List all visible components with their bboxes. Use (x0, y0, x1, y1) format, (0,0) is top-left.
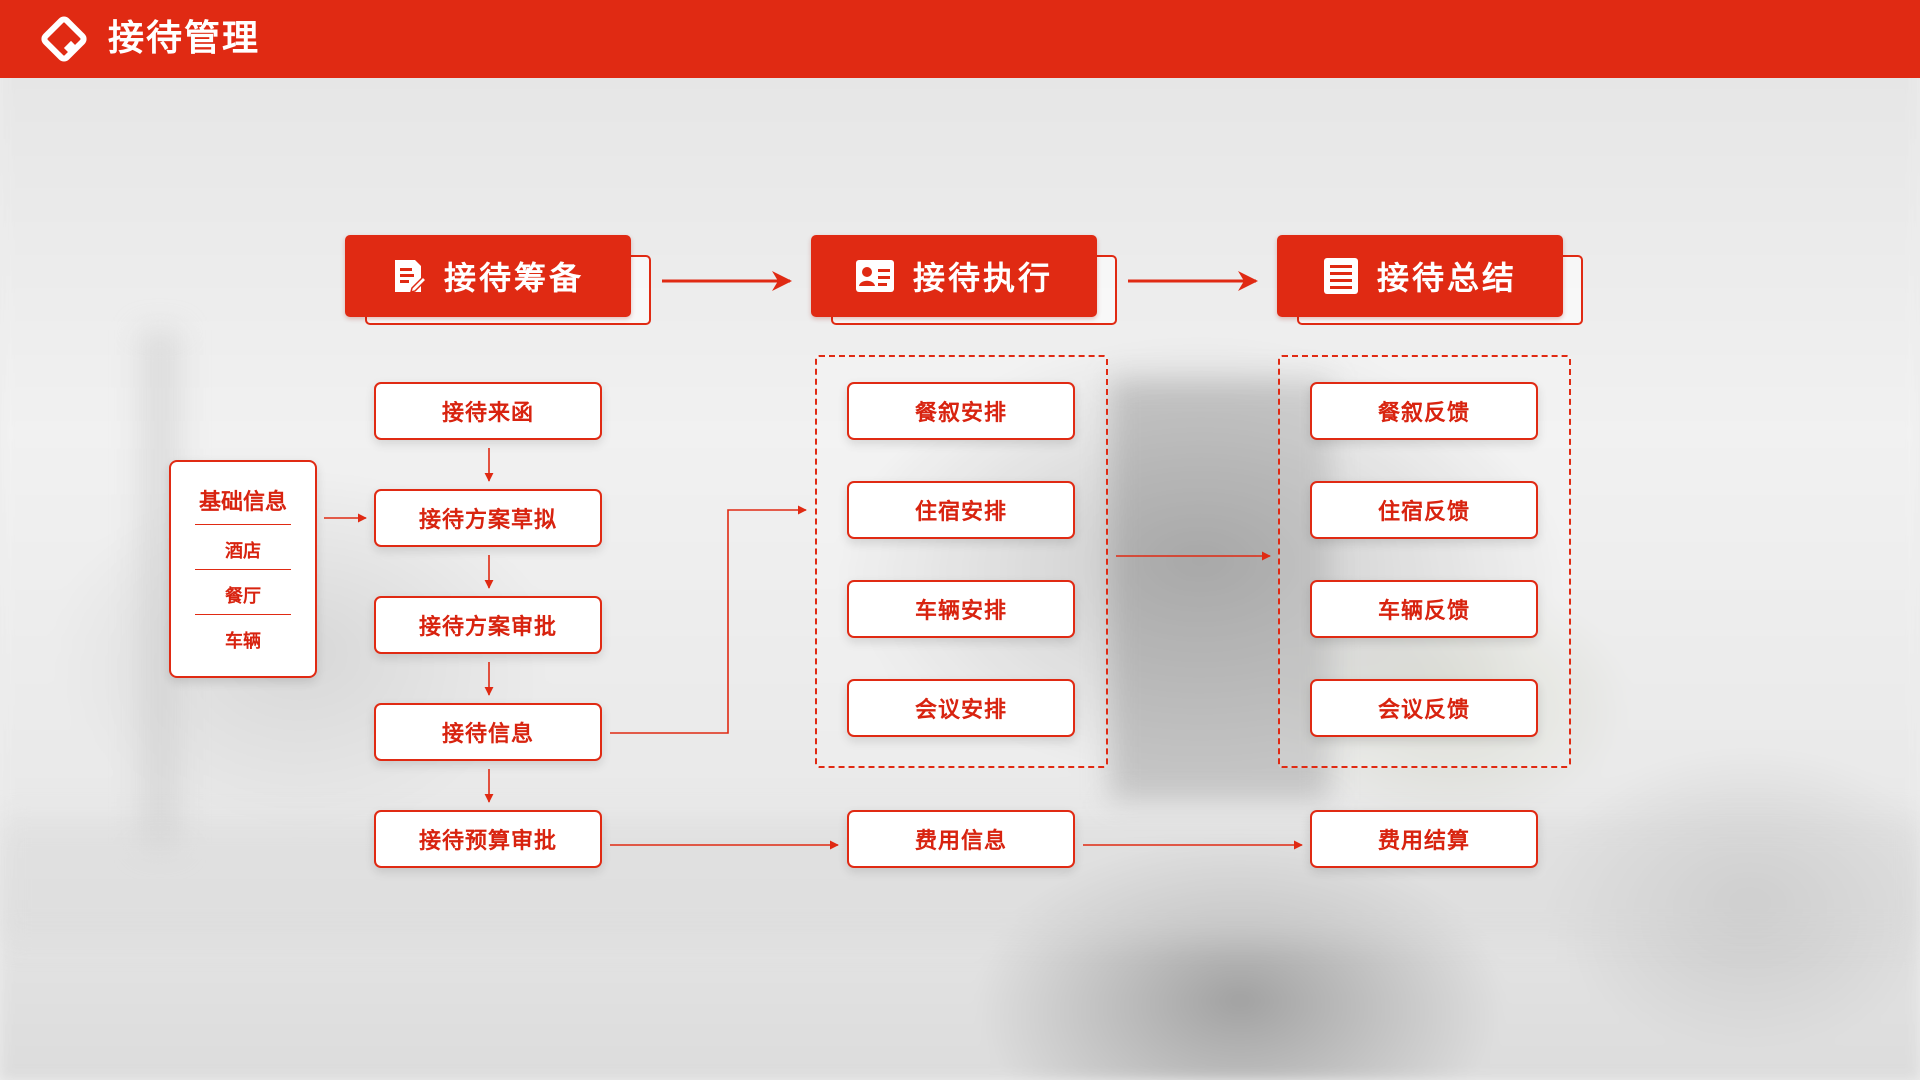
base-info-item-hotel: 酒店 (225, 541, 261, 562)
base-info-card: 基础信息 酒店 餐厅 车辆 (169, 460, 317, 678)
background-blur-shape (1110, 380, 1330, 800)
base-info-item-vehicle: 车辆 (225, 631, 261, 652)
stage-header-main: 接待筹备 (345, 235, 631, 317)
summary-item-lodging: 住宿反馈 (1310, 481, 1538, 539)
exec-item-dining: 餐叙安排 (847, 382, 1075, 440)
divider (195, 524, 291, 525)
exec-item-vehicle: 车辆安排 (847, 580, 1075, 638)
stage-header-main: 接待总结 (1277, 235, 1563, 317)
id-card-icon (855, 260, 894, 292)
divider (195, 614, 291, 615)
summary-item-vehicle: 车辆反馈 (1310, 580, 1538, 638)
summary-cost-settlement: 费用结算 (1310, 810, 1538, 868)
page-title: 接待管理 (108, 18, 261, 59)
base-info-title: 基础信息 (198, 490, 287, 515)
stage-header-summary: 接待总结 (1277, 235, 1583, 325)
exec-item-meeting: 会议安排 (847, 679, 1075, 737)
prep-step-letter: 接待来函 (374, 382, 602, 440)
list-document-icon (1323, 258, 1358, 294)
prep-step-info: 接待信息 (374, 703, 602, 761)
summary-item-meeting: 会议反馈 (1310, 679, 1538, 737)
prep-step-budget-approval: 接待预算审批 (374, 810, 602, 868)
prep-step-plan-draft: 接待方案草拟 (374, 489, 602, 547)
stage-title: 接待总结 (1376, 259, 1517, 297)
header-bar: 接待管理 (0, 0, 1920, 78)
stage-header-preparation: 接待筹备 (345, 235, 651, 325)
prep-step-plan-approval: 接待方案审批 (374, 596, 602, 654)
stage-header-execution: 接待执行 (811, 235, 1117, 325)
handshake-diamond-icon (41, 16, 87, 62)
exec-item-lodging: 住宿安排 (847, 481, 1075, 539)
stage-title: 接待筹备 (443, 259, 584, 297)
stage-title: 接待执行 (912, 259, 1053, 297)
stage-header-main: 接待执行 (811, 235, 1097, 317)
summary-item-dining: 餐叙反馈 (1310, 382, 1538, 440)
base-info-item-restaurant: 餐厅 (225, 586, 261, 607)
divider (195, 569, 291, 570)
exec-cost-info: 费用信息 (847, 810, 1075, 868)
document-edit-icon (394, 260, 426, 294)
